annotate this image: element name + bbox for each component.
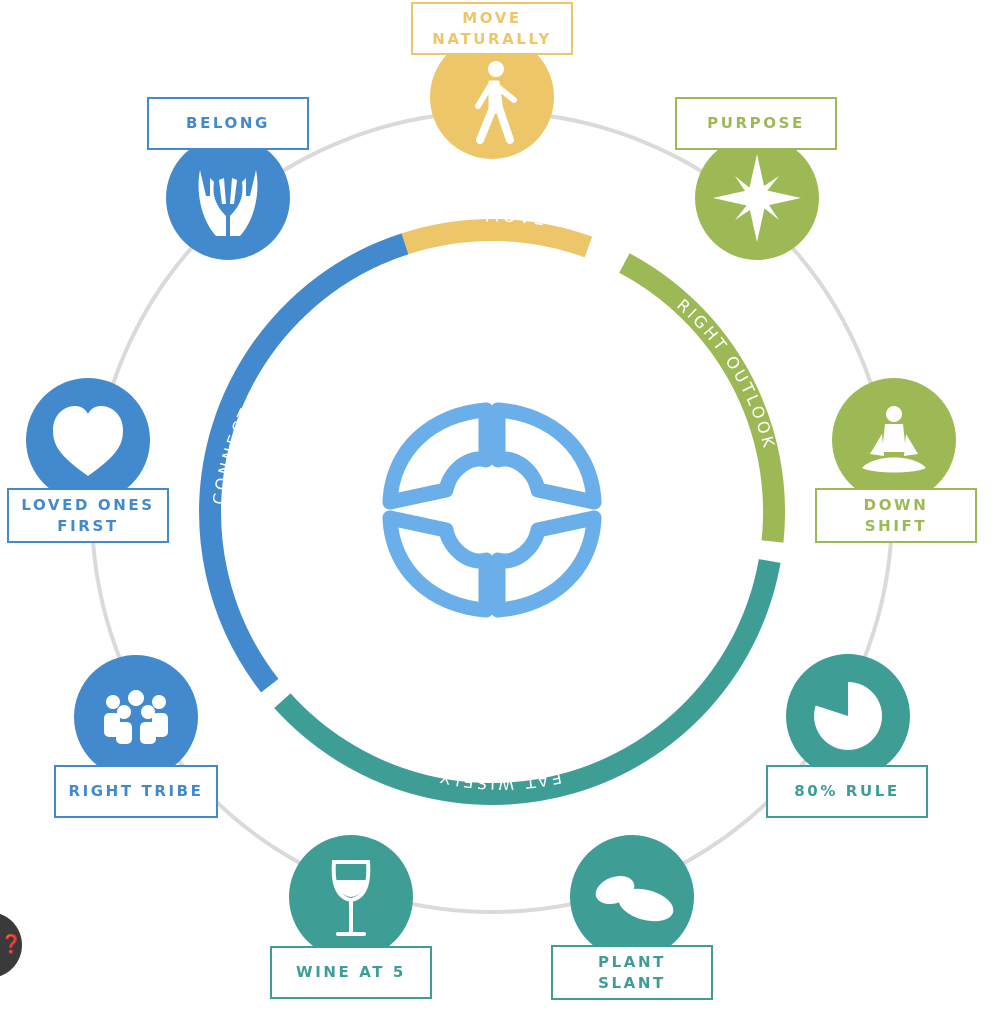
label-line: WINE AT 5 <box>296 963 406 981</box>
ring-segment-move <box>401 219 593 258</box>
label-loved-ones-first: LOVED ONES FIRST <box>7 488 169 543</box>
label-line: RIGHT TRIBE <box>68 782 204 800</box>
label-80-rule: 80% RULE <box>766 765 928 818</box>
walking-person-icon <box>475 61 517 144</box>
label-line: SHIFT <box>864 516 928 535</box>
label-line: 80% RULE <box>794 782 900 800</box>
help-icon: ❓ <box>0 934 23 955</box>
label-move-naturally: MOVE NATURALLY <box>411 2 573 55</box>
node-wine-at-5 <box>289 835 413 959</box>
inner-ring <box>199 219 786 806</box>
pie-80-icon <box>814 682 883 750</box>
label-wine-at-5: WINE AT 5 <box>270 946 432 999</box>
node-80-rule <box>786 654 910 778</box>
ring-segment-right-outlook <box>619 253 786 543</box>
node-down-shift <box>832 378 956 502</box>
hands-icon <box>198 170 258 236</box>
label-plant-slant: PLANT SLANT <box>551 945 713 1000</box>
node-loved-ones-first <box>26 378 150 502</box>
label-line: NATURALLY <box>432 29 552 48</box>
beans-icon <box>595 875 674 922</box>
node-move-naturally <box>430 35 554 159</box>
ring-segment-eat-wisely <box>274 559 781 806</box>
label-belong: BELONG <box>147 97 309 150</box>
label-line: BELONG <box>186 114 270 132</box>
label-line: PLANT <box>598 952 666 971</box>
center-logo-icon <box>382 402 594 610</box>
group-icon <box>104 690 168 744</box>
label-line: SLANT <box>598 973 666 992</box>
label-down-shift: DOWN SHIFT <box>815 488 977 543</box>
node-right-tribe <box>74 655 198 779</box>
label-line: PURPOSE <box>707 114 805 132</box>
label-line: LOVED ONES <box>21 495 155 514</box>
label-right-tribe: RIGHT TRIBE <box>54 765 218 818</box>
wine-glass-icon <box>331 860 371 936</box>
heart-icon <box>53 406 123 476</box>
label-purpose: PURPOSE <box>675 97 837 150</box>
node-purpose <box>695 136 819 260</box>
node-plant-slant <box>570 835 694 959</box>
meditation-icon <box>862 406 926 473</box>
label-line: DOWN <box>863 495 929 514</box>
compass-star-icon <box>713 154 801 242</box>
label-line: MOVE <box>462 8 522 27</box>
ring-segment-connect <box>199 233 409 693</box>
overlay-edge-button[interactable]: ❓ <box>0 912 22 978</box>
node-belong <box>166 136 290 260</box>
label-line: FIRST <box>57 516 119 535</box>
